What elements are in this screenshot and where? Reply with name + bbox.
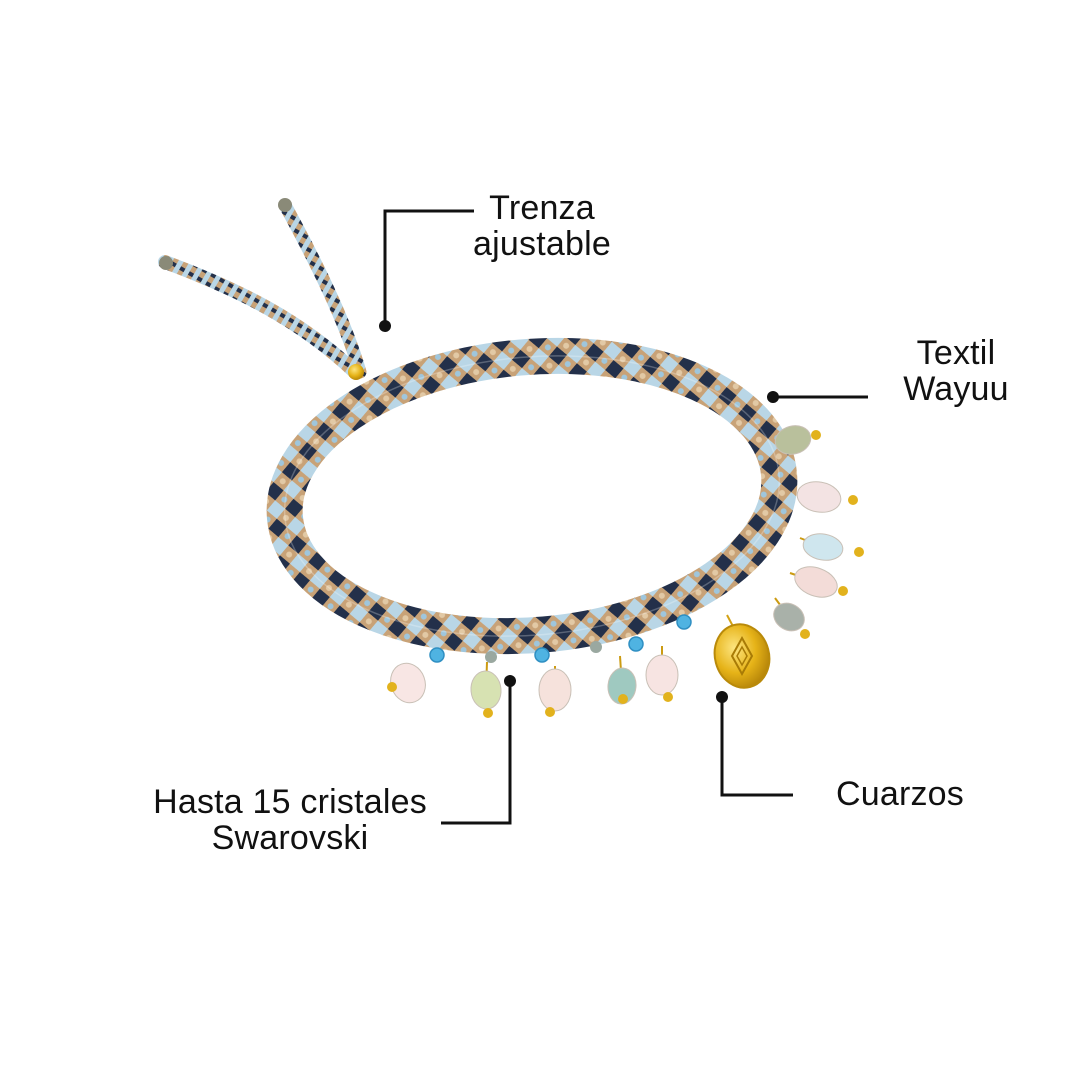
quartz-stones bbox=[387, 425, 864, 718]
swarovski-crystals bbox=[429, 614, 692, 663]
wayuu-bracelet-band bbox=[266, 337, 798, 655]
gold-bead bbox=[618, 694, 628, 704]
braid-tip-left bbox=[159, 256, 173, 270]
quartz-stone bbox=[470, 670, 502, 710]
label-hasta-15-cristales: Hasta 15 cristales Swarovski bbox=[140, 784, 440, 856]
crystal bbox=[628, 636, 644, 652]
leader-dot bbox=[716, 691, 728, 703]
quartz-stone bbox=[802, 533, 844, 561]
label-line: Hasta 15 cristales bbox=[153, 783, 427, 821]
label-trenza-ajustable: Trenza ajustable bbox=[462, 190, 622, 262]
quartz-stone bbox=[796, 481, 842, 513]
label-line: Textil bbox=[916, 334, 996, 372]
gold-bead bbox=[545, 707, 555, 717]
crystal bbox=[485, 651, 497, 663]
quartz-stone bbox=[538, 668, 572, 712]
leader-line-trenza bbox=[383, 209, 474, 326]
label-line: ajustable bbox=[473, 225, 611, 264]
crystal bbox=[676, 614, 692, 630]
label-line: Wayuu bbox=[903, 370, 1009, 409]
label-line: Cuarzos bbox=[835, 775, 964, 813]
crystal bbox=[429, 647, 445, 663]
leader-dot bbox=[379, 320, 391, 332]
label-line: Swarovski bbox=[211, 819, 369, 858]
label-line: Trenza bbox=[489, 189, 595, 227]
gold-bead bbox=[838, 586, 848, 596]
leader-dot bbox=[504, 675, 516, 687]
label-textil-wayuu: Textil Wayuu bbox=[886, 335, 1026, 407]
braid-strand-right bbox=[278, 198, 367, 379]
leader-dot bbox=[767, 391, 779, 403]
quartz-stone bbox=[774, 425, 812, 455]
gold-clasp-icon bbox=[348, 364, 364, 380]
gold-bead bbox=[811, 430, 821, 440]
gold-bead bbox=[663, 692, 673, 702]
braid-strand-left bbox=[158, 255, 362, 379]
quartz-stone bbox=[794, 566, 838, 598]
gold-bead bbox=[483, 708, 493, 718]
gold-bead bbox=[387, 682, 397, 692]
quartz-stone bbox=[773, 602, 805, 632]
leader-line-cuarzos bbox=[720, 697, 793, 797]
gold-bead bbox=[848, 495, 858, 505]
gold-medallion-icon bbox=[713, 614, 771, 689]
leader-line-hasta bbox=[441, 681, 512, 825]
label-cuarzos: Cuarzos bbox=[820, 776, 980, 812]
quartz-stone bbox=[645, 654, 679, 696]
gold-bead bbox=[800, 629, 810, 639]
braid-tip-right bbox=[278, 198, 292, 212]
quartz-stone bbox=[607, 667, 637, 705]
braid-ends bbox=[158, 198, 367, 379]
crystal bbox=[590, 641, 602, 653]
gold-bead bbox=[854, 547, 864, 557]
crystal bbox=[534, 647, 550, 663]
leader-lines bbox=[379, 209, 868, 825]
